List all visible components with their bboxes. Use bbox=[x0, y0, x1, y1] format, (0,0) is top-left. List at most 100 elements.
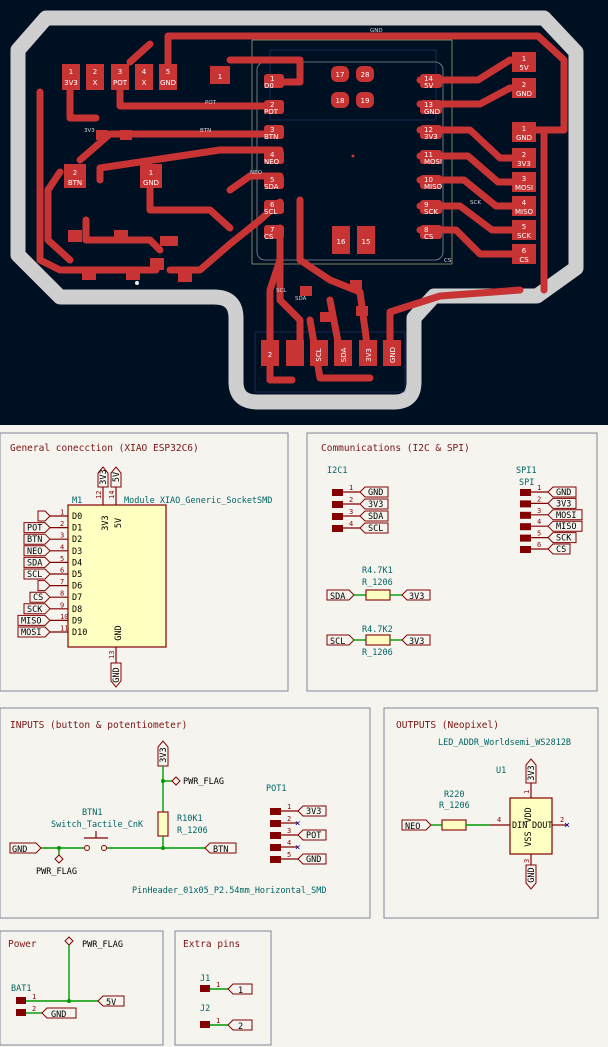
svg-text:1: 1 bbox=[32, 993, 36, 1001]
schematic-canvas: General conecction (XIAO ESP32C6) Commun… bbox=[0, 432, 599, 1046]
led-pin-vss-num: 3 bbox=[523, 859, 531, 863]
connector-net-label-shape bbox=[547, 520, 583, 532]
extra-title: Extra pins bbox=[183, 939, 240, 950]
led-pin-dout-num: 2 bbox=[560, 816, 564, 824]
connector-pin-num: 6 bbox=[537, 541, 541, 549]
i2c-header-pcb: 2 SCL SDA 3V3 GND bbox=[261, 280, 401, 366]
module-5v-label: 5V bbox=[112, 472, 122, 482]
net-label-btn: BTN bbox=[200, 128, 211, 134]
svg-text:2: 2 bbox=[32, 1005, 36, 1013]
left-header-x1: X bbox=[93, 79, 98, 87]
power-5v-label: 5V bbox=[106, 998, 116, 1008]
led-dout-pin: DOUT bbox=[532, 821, 552, 831]
connector-pin-num: 2 bbox=[349, 496, 353, 504]
module-pin-name: D8 bbox=[72, 605, 82, 615]
module-ref: M1 bbox=[72, 496, 82, 506]
outputs-title: OUTPUTS (Neopixel) bbox=[396, 720, 499, 731]
module-pin-name: D9 bbox=[72, 616, 82, 626]
connector-net-label-shape bbox=[547, 532, 577, 544]
xiao-right-num-12: 12 bbox=[424, 126, 433, 134]
inputs-r-value: R_1206 bbox=[177, 826, 208, 836]
general-section-box bbox=[0, 432, 289, 692]
svg-text:4: 4 bbox=[522, 199, 527, 207]
xiao-left-num-6: 6 bbox=[270, 201, 275, 209]
no-connect-icon: × bbox=[295, 819, 300, 829]
r1-sda-label: SDA bbox=[330, 592, 345, 602]
net-label-neo: NEO bbox=[250, 170, 263, 176]
xiao-left-sda: SDA bbox=[264, 183, 279, 191]
left-header-num-5: 5 bbox=[166, 68, 170, 76]
xiao-center-17: 17 bbox=[336, 71, 345, 79]
module-pin-num: 9 bbox=[60, 601, 64, 609]
xiao-right-cs: CS bbox=[424, 233, 434, 241]
spi-pcb-cs: CS bbox=[519, 256, 529, 264]
xiao-right-pads: 14 13 12 11 10 9 8 5V GND 3V3 MOSI MISO … bbox=[420, 74, 443, 241]
general-title: General conecction (XIAO ESP32C6) bbox=[10, 443, 199, 454]
module-net-label-shape bbox=[17, 626, 51, 638]
xiao-right-sck: SCK bbox=[424, 208, 438, 216]
svg-text:1: 1 bbox=[216, 981, 220, 989]
module-pin-name: D1 bbox=[72, 524, 82, 534]
i2c-pcb-2: 2 bbox=[268, 351, 272, 359]
j2-label: 2 bbox=[238, 1022, 243, 1032]
connector-net-label-shape bbox=[297, 829, 327, 841]
connector-net-label: SCK bbox=[556, 534, 572, 544]
xiao-left-pot: POT bbox=[264, 108, 279, 116]
net-label-gnd: GND bbox=[370, 28, 383, 34]
spi-pcb-sck: SCK bbox=[517, 232, 531, 240]
connector-net-label-shape bbox=[547, 486, 577, 498]
r2-scl-label: SCL bbox=[330, 637, 345, 647]
module-net-label-shape bbox=[23, 556, 51, 568]
led-vdd-pin: VDD bbox=[524, 807, 534, 822]
connector-net-label-shape bbox=[547, 509, 583, 521]
xiao-center-28: 28 bbox=[361, 71, 370, 79]
xiao-center-pads: 17 28 18 19 16 15 bbox=[331, 66, 375, 254]
spi-pcb-miso: MISO bbox=[515, 208, 534, 216]
j1-label: 1 bbox=[238, 986, 243, 996]
connector-pin-num: 1 bbox=[537, 484, 541, 492]
spi-pcb-mosi: MOSI bbox=[515, 184, 533, 192]
i2c-pcb-gnd: GND bbox=[389, 347, 397, 363]
connector-pin-num: 4 bbox=[537, 518, 541, 526]
connector-pin-num: 2 bbox=[537, 495, 541, 503]
left-header-3v3: 3V3 bbox=[64, 79, 78, 87]
i2c-pcb-scl: SCL bbox=[315, 348, 323, 361]
btn-value: Switch_Tactile_CnK bbox=[51, 820, 144, 830]
connector-pin-body bbox=[520, 489, 531, 496]
net-label-pot: POT bbox=[205, 100, 217, 106]
svg-text:1: 1 bbox=[216, 1017, 220, 1025]
module-net-label-shape bbox=[23, 568, 51, 580]
xiao-right-num-10: 10 bbox=[424, 176, 433, 184]
single-pad-num: 1 bbox=[218, 73, 222, 81]
led-value: LED_ADDR_Worldsemi_WS2812B bbox=[438, 738, 571, 748]
connector-net-label: 3V3 bbox=[306, 807, 321, 817]
i2c-ref: I2C1 bbox=[327, 466, 347, 476]
btn-ref: BTN1 bbox=[82, 808, 102, 818]
xiao-right-gnd: GND bbox=[424, 108, 440, 116]
connector-pin-num: 3 bbox=[349, 508, 353, 516]
spi-header-pcb: 1 2 3 4 5 6 GND 3V3 MOSI MISO SCK CS bbox=[512, 122, 536, 264]
connector-pin-body bbox=[520, 546, 531, 553]
pot-ref: POT1 bbox=[266, 784, 286, 794]
left-header-num-2: 2 bbox=[93, 68, 97, 76]
connector-net-label: MOSI bbox=[556, 511, 576, 521]
connector-pin-body bbox=[520, 534, 531, 542]
connector-pin-body bbox=[520, 500, 531, 508]
power-circuit: PWR_FLAG BAT1 1 2 5V GND bbox=[11, 936, 125, 1020]
module-pin-name: D0 bbox=[72, 512, 82, 522]
connector-net-label-shape bbox=[359, 510, 389, 522]
no-connect-icon: × bbox=[295, 843, 300, 853]
xiao-right-3v3: 3V3 bbox=[424, 133, 438, 141]
module-5v-pin: 5V bbox=[114, 518, 124, 528]
connector-net-label: 3V3 bbox=[368, 500, 383, 510]
connector-pin-body bbox=[270, 856, 281, 863]
xiao-left-neo: NEO bbox=[264, 158, 280, 166]
module-pin-14: 14 bbox=[108, 491, 116, 499]
module-pin-13: 13 bbox=[108, 651, 116, 659]
module-net-label-shape bbox=[23, 545, 51, 557]
module-value: Module_XIAO_Generic_SocketSMD bbox=[124, 496, 272, 506]
module-pin-name: D10 bbox=[72, 628, 87, 638]
connector-pin-num: 3 bbox=[537, 507, 541, 515]
